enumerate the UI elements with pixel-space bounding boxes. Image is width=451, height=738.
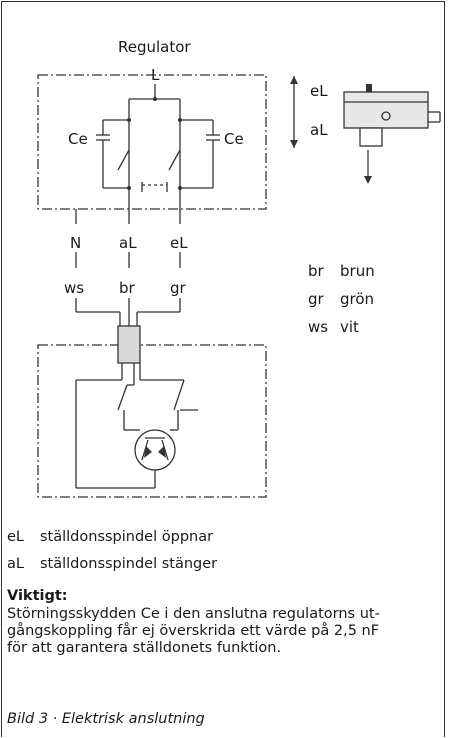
motor-symbol bbox=[134, 429, 176, 471]
actuator-down-label: aL bbox=[310, 121, 328, 139]
legend-meaning: brun bbox=[340, 262, 375, 280]
important-line: gångskoppling får ej överskrida ett värd… bbox=[7, 623, 380, 639]
note-code: eL bbox=[7, 529, 24, 545]
note-text: ställdonsspindel öppnar bbox=[40, 529, 214, 545]
capacitor-left-label: Ce bbox=[68, 130, 88, 148]
actuator-box bbox=[37, 344, 267, 498]
wire-code-gr: gr bbox=[170, 279, 186, 297]
capacitor-right-label: Ce bbox=[224, 130, 244, 148]
connector-block bbox=[117, 325, 141, 364]
legend-code: gr bbox=[308, 290, 324, 308]
line-label: L bbox=[151, 66, 160, 84]
wire-code-ws: ws bbox=[64, 279, 85, 297]
important-heading: Viktigt: bbox=[7, 588, 68, 604]
note-code: aL bbox=[7, 556, 24, 572]
legend-meaning: vit bbox=[340, 318, 359, 336]
legend-code: ws bbox=[308, 318, 329, 336]
note-el: eL ställdonsspindel öppnar bbox=[7, 528, 213, 547]
legend-meaning: grön bbox=[340, 290, 375, 308]
note-text: ställdonsspindel stänger bbox=[40, 556, 218, 572]
terminal-n: N bbox=[70, 234, 82, 252]
important-line: för att garantera ställdonets funktion. bbox=[7, 640, 282, 656]
terminal-el: eL bbox=[170, 234, 188, 252]
regulator-title: Regulator bbox=[118, 38, 191, 56]
note-al: aL ställdonsspindel stänger bbox=[7, 555, 217, 574]
important-line: Störningsskydden Ce i den anslutna regul… bbox=[7, 606, 380, 622]
wire-code-br: br bbox=[119, 279, 135, 297]
important-text: Störningsskydden Ce i den anslutna regul… bbox=[7, 606, 432, 657]
regulator-box bbox=[37, 74, 267, 210]
terminal-al: aL bbox=[119, 234, 137, 252]
figure-caption: Bild 3 · Elektrisk anslutning bbox=[7, 711, 205, 727]
legend-code: br bbox=[308, 262, 324, 280]
actuator-up-label: eL bbox=[310, 82, 328, 100]
